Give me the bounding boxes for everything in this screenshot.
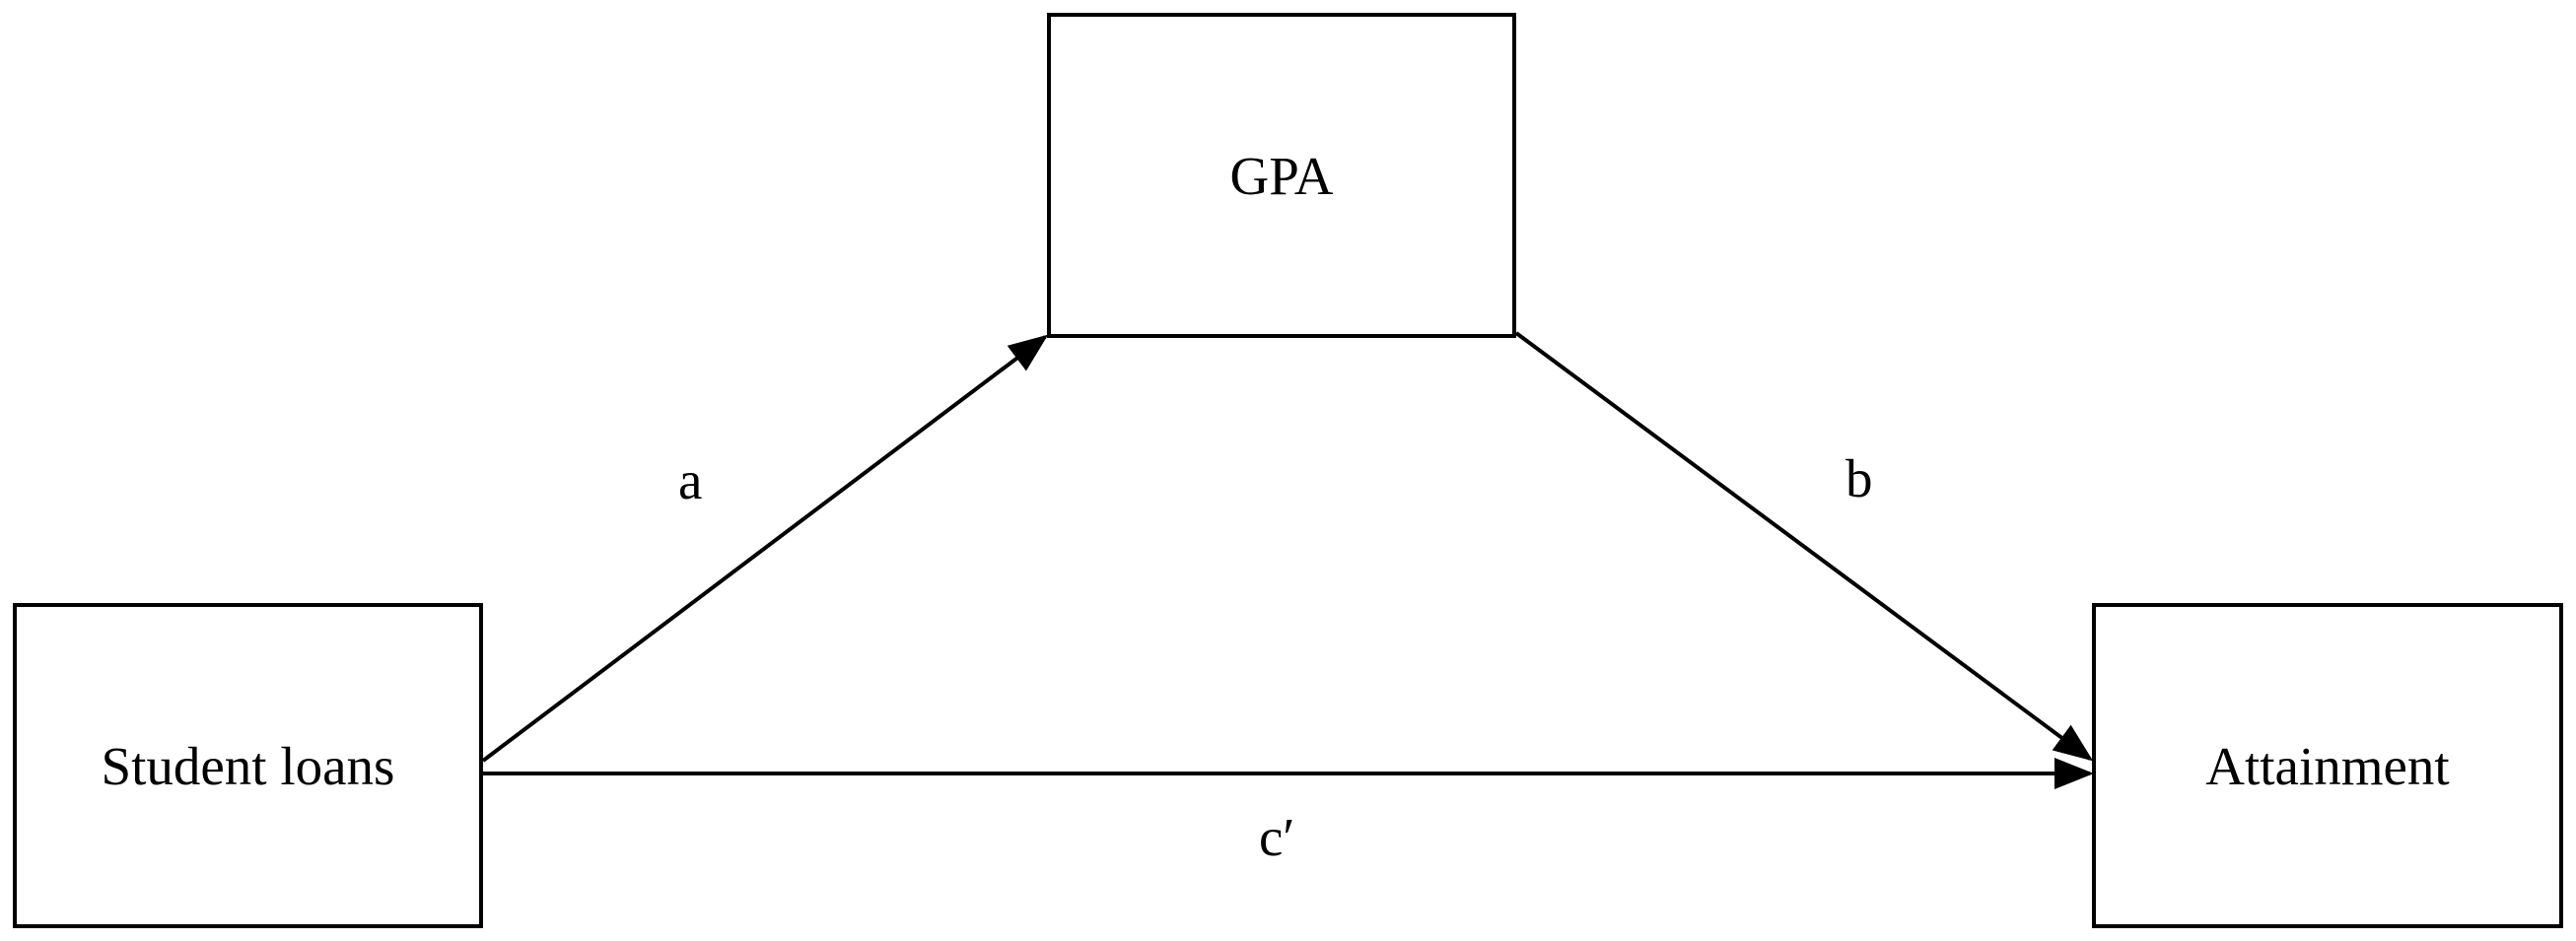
predictor-box: Student loans (13, 603, 483, 928)
path-b-label: b (1845, 448, 1873, 508)
path-c-prime-label: c′ (1259, 807, 1295, 867)
path-b-arrow (1514, 331, 2094, 762)
path-a-arrow (481, 334, 1049, 763)
mediator-box: GPA (1047, 13, 1516, 338)
path-a-label: a (678, 450, 703, 510)
mediator-label: GPA (1229, 145, 1334, 206)
predictor-label: Student loans (101, 735, 395, 796)
outcome-label: Attainment (2205, 735, 2450, 796)
outcome-box: Attainment (2092, 603, 2563, 928)
